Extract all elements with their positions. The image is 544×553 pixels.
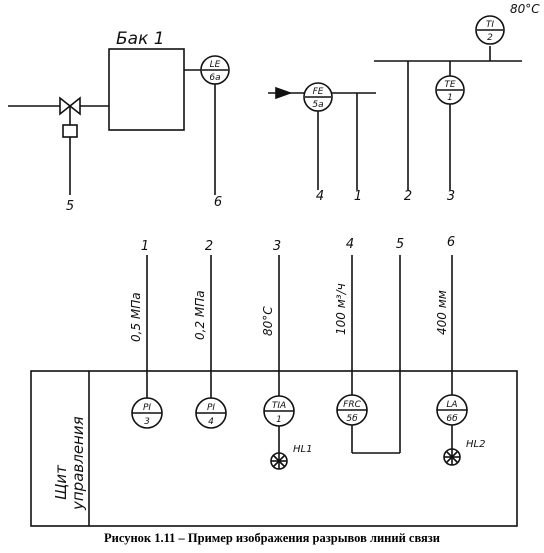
figure-caption: Рисунок 1.11 – Пример изображения разрыв… — [103, 531, 441, 545]
tank-1 — [108, 48, 185, 131]
tia-top: TIA — [272, 401, 286, 411]
field-number-1: 1 — [354, 189, 362, 204]
pi3-bottom: 3 — [144, 417, 150, 427]
la-bottom: 6б — [446, 414, 458, 424]
panel-number-3: 3 — [273, 239, 281, 254]
panel-number-2: 2 — [205, 239, 213, 254]
ti-bottom: 2 — [487, 33, 493, 43]
field-number-4: 4 — [316, 189, 324, 204]
alarm-lamp-hl1-icon — [270, 452, 288, 470]
panel-label-line1: Щит — [52, 464, 70, 500]
value-line-2: 0,2 МПа — [193, 290, 207, 340]
alarm-label-hl2: HL2 — [466, 439, 485, 450]
value-line-1: 0,5 МПа — [129, 292, 143, 342]
pi4-top: PI — [207, 403, 215, 413]
value-line-3: 80°C — [261, 306, 275, 336]
field-number-5: 5 — [66, 199, 74, 214]
field-number-2: 2 — [404, 189, 412, 204]
value-line-4: 100 м³/ч — [334, 283, 348, 335]
te-bottom: 1 — [447, 93, 453, 103]
fe-top: FE — [313, 87, 324, 97]
fe-bottom: 5а — [312, 100, 323, 110]
control-panel — [30, 370, 518, 527]
temperature-label: 80°C — [510, 2, 540, 16]
field-number-6: 6 — [214, 195, 222, 210]
pi4-bottom: 4 — [208, 417, 214, 427]
panel-number-4: 4 — [346, 237, 354, 252]
flow-arrow-icon — [275, 86, 293, 100]
field-number-3: 3 — [447, 189, 455, 204]
frc-top: FRC — [343, 400, 361, 410]
panel-number-1: 1 — [141, 239, 149, 254]
panel-label-line2: управления — [69, 416, 87, 511]
alarm-lamp-hl2-icon — [443, 448, 461, 466]
control-valve-icon — [59, 96, 72, 116]
tank-label: Бак 1 — [116, 29, 165, 49]
pi3-top: PI — [143, 403, 151, 413]
ti-top: TI — [486, 20, 494, 30]
panel-number-5: 5 — [396, 237, 404, 252]
la-top: LA — [446, 400, 457, 410]
frc-bottom: 5б — [346, 414, 358, 424]
tia-bottom: 1 — [276, 415, 282, 425]
alarm-label-hl1: HL1 — [293, 444, 312, 455]
value-line-6: 400 мм — [435, 290, 449, 335]
valve-actuator — [62, 124, 78, 138]
te-top: TE — [444, 80, 455, 90]
le-bottom: 6а — [209, 73, 220, 83]
panel-number-6: 6 — [447, 235, 455, 250]
le-top: LE — [210, 60, 221, 70]
